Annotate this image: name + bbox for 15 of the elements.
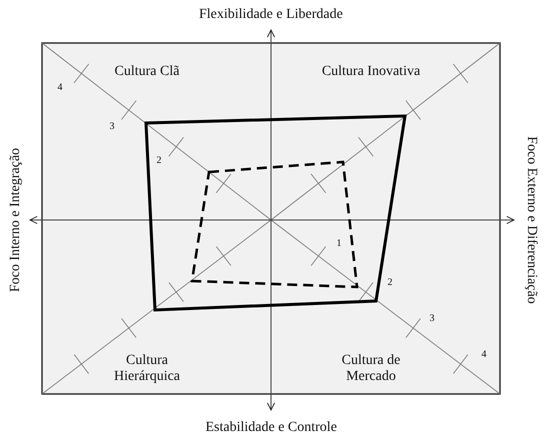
- axis-title: Foco Externo e Diferenciação: [522, 136, 539, 304]
- quadrant-label: Cultura de Mercado: [340, 353, 402, 386]
- axis-title: Estabilidade e Controle: [206, 420, 337, 436]
- axis-title: Flexibilidade e Liberdade: [199, 7, 343, 24]
- tick-number: 1: [336, 238, 342, 250]
- tick-number: 2: [156, 155, 162, 166]
- tick-number: 3: [430, 313, 434, 324]
- tick-number: 4: [58, 82, 62, 94]
- quadrant-label: Cultura Hierárquica: [112, 353, 182, 386]
- tick-number: 4: [482, 349, 486, 360]
- tick-number: 3: [110, 121, 114, 132]
- quadrant-label: Cultura Clã: [114, 64, 180, 80]
- quadrant-label: Cultura Inovativa: [320, 64, 422, 80]
- axis-title: Foco Interno e Integração: [8, 148, 24, 292]
- tick-number: 2: [388, 277, 392, 288]
